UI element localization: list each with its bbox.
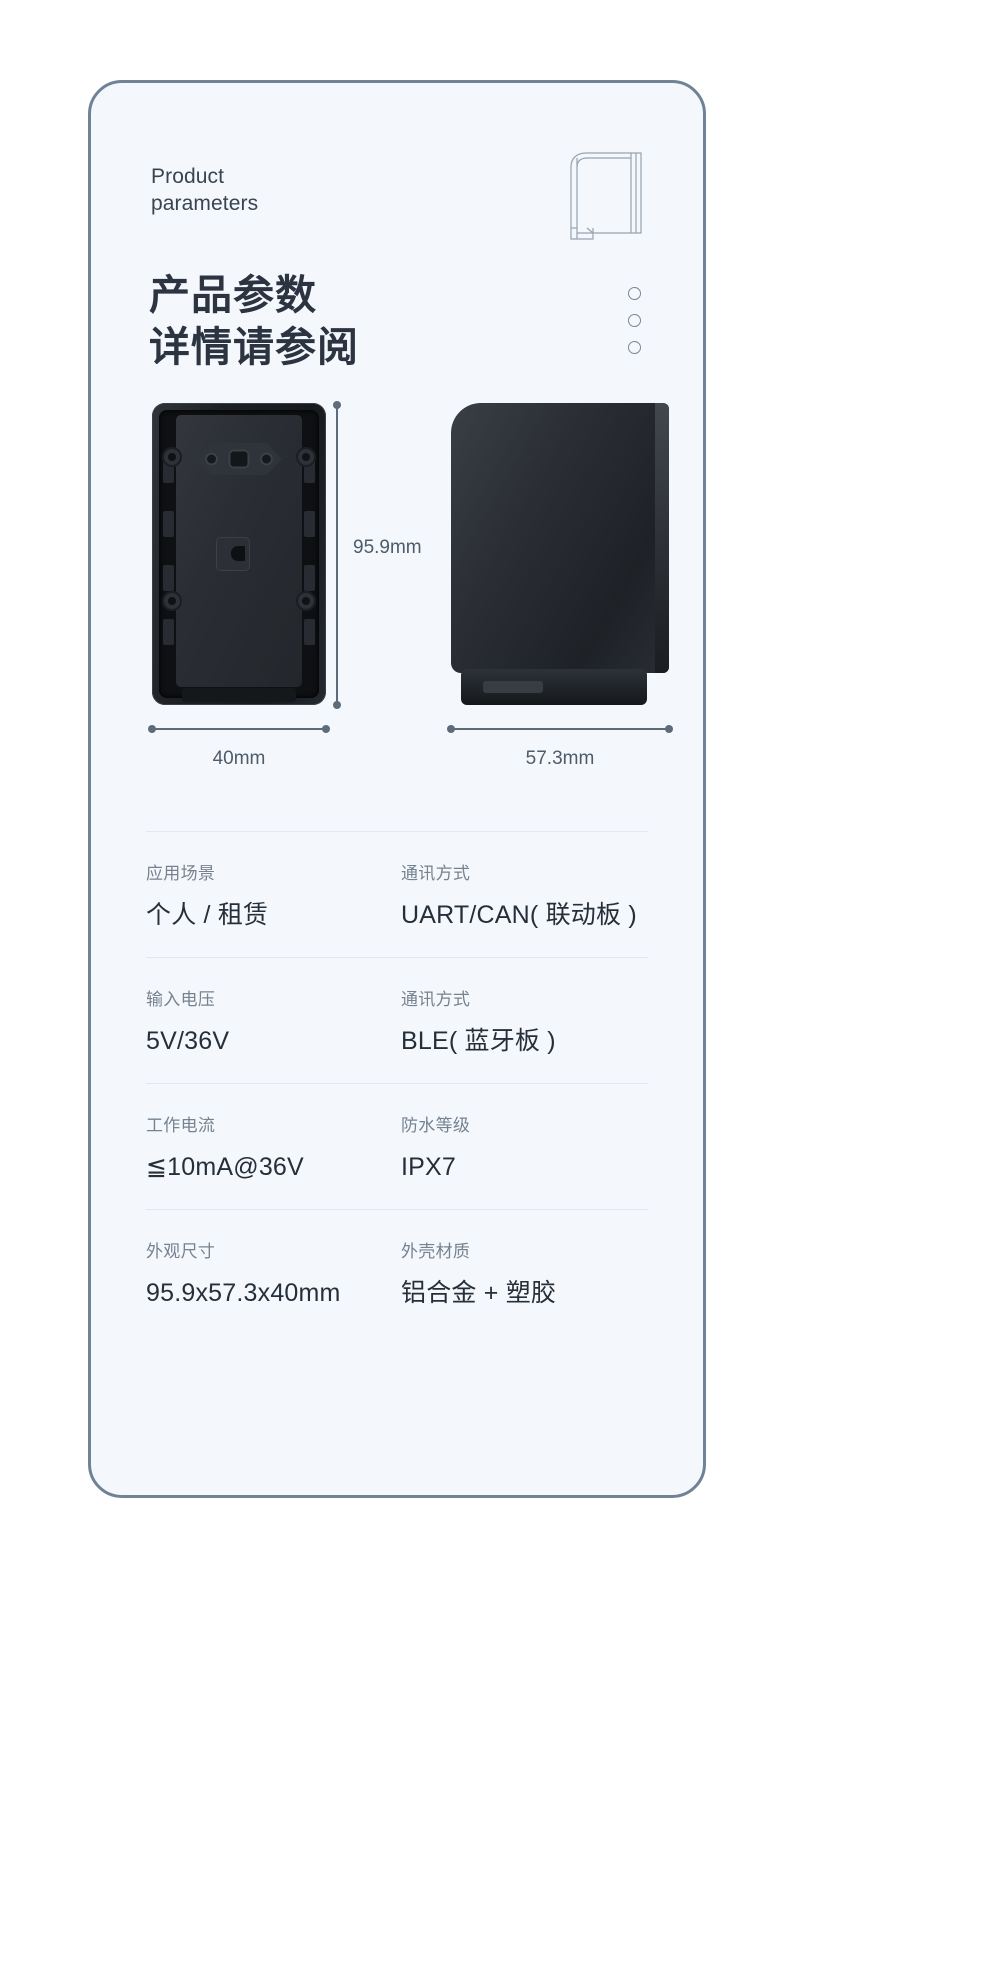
dot-indicator xyxy=(628,287,641,300)
spec-value: IPX7 xyxy=(401,1153,456,1181)
internal-rib xyxy=(304,511,315,537)
sensor-mount xyxy=(196,443,282,475)
table-row: 输入电压 5V/36V 通讯方式 BLE( 蓝牙板 ) xyxy=(146,957,648,1083)
front-width-dimension-label: 40mm xyxy=(212,748,266,769)
mounting-boss xyxy=(296,447,316,467)
internal-rib xyxy=(163,565,174,591)
dot-indicator xyxy=(628,341,641,354)
product-figures: 95.9mm 40mm 57.3mm xyxy=(91,401,703,793)
spec-value: 铝合金 + 塑胶 xyxy=(401,1279,557,1307)
eyebrow-title: Product parameters xyxy=(151,165,259,215)
spec-cell-communication-uart: 通讯方式 UART/CAN( 联动板 ) xyxy=(397,862,648,931)
internal-rib xyxy=(304,457,315,483)
side-width-dimension-label: 57.3mm xyxy=(525,748,595,769)
spec-cell-working-current: 工作电流 ≦10mA@36V xyxy=(146,1114,397,1183)
device-outline-icon xyxy=(557,145,651,245)
internal-rib xyxy=(304,619,315,645)
internal-rib xyxy=(304,565,315,591)
mounting-boss xyxy=(296,591,316,611)
device-front-open-shell-photo xyxy=(152,403,326,705)
spec-label: 防水等级 xyxy=(401,1116,471,1135)
spec-label: 外观尺寸 xyxy=(146,1242,216,1261)
front-width-dimension-line xyxy=(148,725,330,733)
device-side-profile-photo xyxy=(451,403,669,705)
spec-value: ≦10mA@36V xyxy=(146,1153,304,1181)
page-title: 产品参数 详情请参阅 xyxy=(149,272,359,370)
spec-cell-dimensions: 外观尺寸 95.9x57.3x40mm xyxy=(146,1240,397,1309)
spec-label: 通讯方式 xyxy=(401,990,471,1009)
table-row: 外观尺寸 95.9x57.3x40mm 外壳材质 铝合金 + 塑胶 xyxy=(146,1209,648,1335)
sensor-window xyxy=(228,449,250,469)
spec-cell-waterproof-rating: 防水等级 IPX7 xyxy=(397,1114,648,1183)
shell-inner-plate xyxy=(176,415,302,687)
connector-port xyxy=(216,537,250,571)
spec-label: 输入电压 xyxy=(146,990,216,1009)
side-notch xyxy=(483,681,543,693)
side-width-dimension-line xyxy=(447,725,673,733)
screw-hole-right xyxy=(260,452,273,466)
side-base xyxy=(461,669,647,705)
table-row: 工作电流 ≦10mA@36V 防水等级 IPX7 xyxy=(146,1083,648,1209)
spec-label: 通讯方式 xyxy=(401,864,471,883)
spec-value: 个人 / 租赁 xyxy=(146,901,269,929)
dot-indicator xyxy=(628,314,641,327)
spec-label: 应用场景 xyxy=(146,864,216,883)
spec-label: 外壳材质 xyxy=(401,1242,471,1261)
spec-cell-housing-material: 外壳材质 铝合金 + 塑胶 xyxy=(397,1240,648,1309)
spec-card: Product parameters 产品参数 详情请参阅 xyxy=(88,80,706,1498)
screw-hole-left xyxy=(205,452,218,466)
spec-cell-application-scenario: 应用场景 个人 / 租赁 xyxy=(146,862,397,931)
height-dimension-label: 95.9mm xyxy=(353,537,422,558)
spec-value: UART/CAN( 联动板 ) xyxy=(401,901,637,929)
spec-value: 95.9x57.3x40mm xyxy=(146,1279,341,1307)
height-dimension-line xyxy=(333,401,341,709)
spec-value: BLE( 蓝牙板 ) xyxy=(401,1027,556,1055)
internal-rib xyxy=(163,619,174,645)
table-row: 应用场景 个人 / 租赁 通讯方式 UART/CAN( 联动板 ) xyxy=(146,831,648,957)
mounting-boss xyxy=(162,591,182,611)
spec-value: 5V/36V xyxy=(146,1027,230,1055)
side-body xyxy=(451,403,669,673)
spec-label: 工作电流 xyxy=(146,1116,216,1135)
spec-table: 应用场景 个人 / 租赁 通讯方式 UART/CAN( 联动板 ) 输入电压 5… xyxy=(91,831,703,1335)
internal-rib xyxy=(163,511,174,537)
internal-rib xyxy=(163,457,174,483)
mounting-boss xyxy=(162,447,182,467)
dot-indicator-group xyxy=(628,287,641,354)
spec-cell-communication-ble: 通讯方式 BLE( 蓝牙板 ) xyxy=(397,988,648,1057)
spec-cell-input-voltage: 输入电压 5V/36V xyxy=(146,988,397,1057)
shell-foot xyxy=(182,688,296,702)
side-edge xyxy=(655,403,669,673)
